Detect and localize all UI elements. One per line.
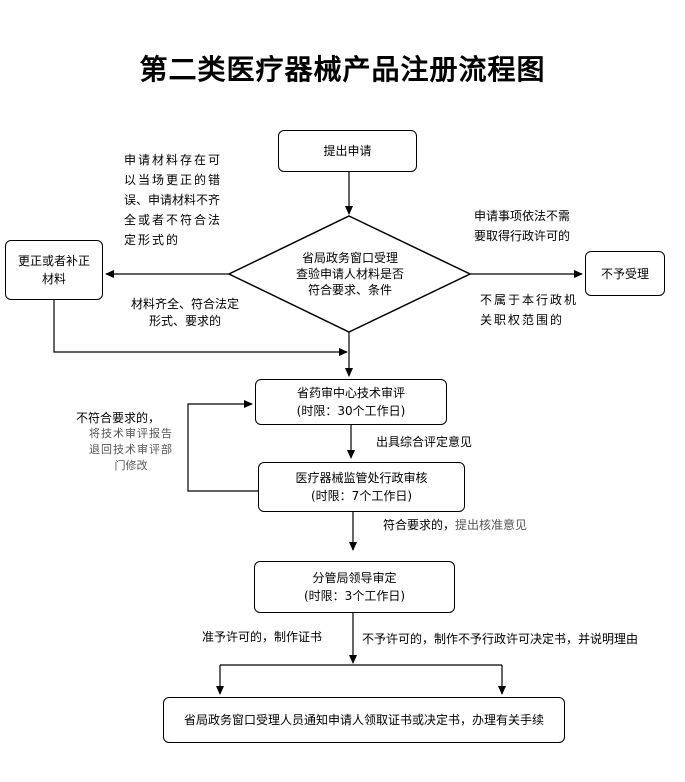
admin-line-2: (时限：7个工作日): [311, 489, 412, 503]
reject-box: 不予受理: [585, 251, 665, 296]
note-correctable-4: 全或者不符合法: [124, 213, 223, 227]
note-no-permit-2: 要取得行政许可的: [474, 229, 571, 243]
note-return-2: 退回技术审评部: [89, 443, 173, 456]
leader-approval-box: 分管局领导审定 (时限：3个工作日): [254, 561, 455, 613]
admin-line-1: 医疗器械监管处行政审核: [295, 471, 428, 485]
note-deny-label: 不予许可的，制作不予行政许可决定书，并说明理由: [362, 632, 639, 646]
administrative-review-box: 医疗器械监管处行政审核 (时限：7个工作日): [258, 462, 465, 512]
submit-label: 提出申请: [323, 144, 372, 158]
note-return-3: 门修改: [114, 459, 148, 472]
notify-applicant-box: 省局政务窗口受理人员通知申请人领取证书或决定书，办理有关手续: [163, 697, 565, 743]
note-no-permit-needed: 申请事项依法不需 要取得行政许可的: [474, 206, 604, 246]
note-no-permit-1: 申请事项依法不需: [474, 209, 571, 223]
review-line-3: 符合要求、条件: [307, 283, 392, 297]
review-line-2: 查验申请人材料是否: [295, 267, 404, 281]
note-grant-label: 准予许可的，制作证书: [202, 630, 323, 644]
note-not-compliant: 不符合要求的， 将技术审评报告 退回技术审评部 门修改: [76, 410, 186, 474]
note-correctable-2: 以当场更正的错: [124, 173, 223, 187]
note-correctable: 申请材料存在可 以当场更正的错 误、申请材料不齐 全或者不符合法 定形式的: [124, 150, 239, 250]
page-title: 第二类医疗器械产品注册流程图: [139, 53, 546, 86]
note-complete-2: 形式、要求的: [148, 314, 221, 328]
correct-line-2: 材料: [41, 272, 66, 286]
technical-review-box: 省药审中心技术审评 (时限：30个工作日): [255, 379, 447, 425]
note-correctable-1: 申请材料存在可: [124, 153, 223, 167]
note-complete-1: 材料齐全、符合法定: [130, 297, 239, 311]
note-materials-complete: 材料齐全、符合法定 形式、要求的: [120, 296, 250, 330]
note-out-of-scope-2: 关职权范围的: [480, 313, 565, 327]
note-correctable-5: 定形式的: [124, 233, 181, 247]
note-comprehensive-opinion: 出具综合评定意见: [376, 432, 472, 452]
note-out-of-scope-1: 不属于本行政机: [480, 293, 579, 307]
submit-application-box: 提出申请: [278, 130, 417, 172]
note-out-of-scope: 不属于本行政机 关职权范围的: [480, 290, 600, 330]
note-compliant: 符合要求的，提出核准意见: [383, 515, 527, 535]
tech-line-2: (时限：30个工作日): [296, 404, 406, 418]
review-line-1: 省局政务窗口受理: [301, 251, 398, 265]
leader-line-2: (时限：3个工作日): [304, 589, 405, 603]
reject-label: 不予受理: [600, 266, 649, 281]
note-opinion-label: 出具综合评定意见: [376, 435, 473, 449]
review-diamond-text: 省局政务窗口受理 查验申请人材料是否 符合要求、条件: [269, 250, 431, 298]
correct-materials-box: 更正或者补正 材料: [5, 240, 103, 300]
tech-line-1: 省药审中心技术审评: [296, 386, 405, 400]
notify-label: 省局政务窗口受理人员通知申请人领取证书或决定书，办理有关手续: [183, 713, 544, 727]
note-compliant-label: 符合要求的，: [383, 518, 456, 532]
note-not-compliant-label: 不符合要求的，: [76, 411, 161, 425]
note-deny-permit: 不予许可的，制作不予行政许可决定书，并说明理由: [362, 629, 638, 649]
note-return-1: 将技术审评报告: [89, 427, 173, 440]
arrow-correct-to-tech: [53, 300, 348, 356]
leader-line-1: 分管局领导审定: [312, 571, 397, 585]
note-grant-permit: 准予许可的，制作证书: [202, 627, 322, 647]
correct-line-1: 更正或者补正: [17, 254, 90, 268]
arrow-admin-back-to-tech: [187, 400, 258, 492]
note-approval-opinion: 提出核准意见: [455, 518, 528, 532]
note-correctable-3: 误、申请材料不齐: [124, 193, 221, 207]
